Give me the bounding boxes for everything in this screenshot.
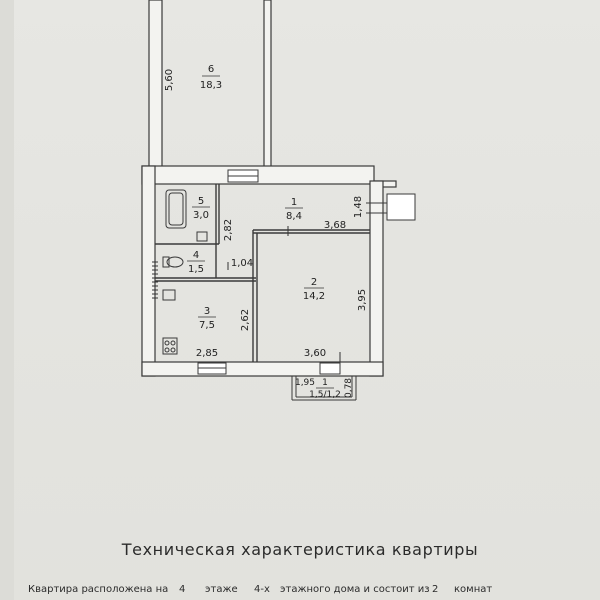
apartment-description-line: Квартира расположена на 4 этаже 4-х этаж… — [28, 584, 600, 598]
bathtub — [165, 189, 187, 229]
floor-value: 4 — [179, 584, 186, 595]
room-3-dim-a: 2,62 — [240, 309, 251, 331]
paper-shadow — [0, 0, 14, 600]
balcony — [291, 376, 357, 401]
balcony-area: 1,5/1,2 — [309, 390, 341, 400]
window-bottom — [197, 362, 341, 375]
room-4-number: 4 — [193, 250, 199, 261]
room-3-area: 7,5 — [199, 320, 215, 331]
bath-sink — [196, 231, 208, 242]
room-2-area: 14,2 — [303, 291, 325, 302]
storeys-value: 4-х — [254, 584, 270, 595]
dimension-ticks — [227, 226, 341, 362]
room-6-area: 18,3 — [200, 80, 222, 91]
room-5-number: 5 — [198, 196, 204, 207]
rooms-value: 2 — [432, 584, 439, 595]
room-6-dim: 5,60 — [164, 69, 175, 91]
stove — [162, 337, 178, 355]
room-5-area: 3,0 — [193, 210, 209, 221]
room-3-number: 3 — [204, 306, 210, 317]
balcony-number: 1 — [322, 378, 328, 388]
room-1-number: 1 — [291, 197, 297, 208]
room-3-dim-b: 2,85 — [196, 348, 218, 359]
line-prefix: Квартира расположена на — [28, 584, 169, 595]
balcony-door — [366, 193, 416, 221]
interior-partitions — [155, 184, 370, 362]
room-6-number: 6 — [208, 64, 214, 75]
balcony-dim-a: 1,95 — [295, 378, 315, 388]
room-2-dim-a: 3,95 — [357, 289, 368, 311]
document-heading: Техническая характеристика квартиры — [121, 540, 479, 559]
room-2-number: 2 — [311, 277, 317, 288]
line-middle: этажного дома и состоит из — [280, 584, 430, 595]
balcony-dim-b: 0,78 — [344, 378, 354, 398]
room-2-dim-b: 3,60 — [304, 348, 326, 359]
line-suffix: комнат — [454, 584, 493, 595]
room-5-dim: 2,82 — [223, 219, 234, 241]
room-1-dim-b: 1,48 — [353, 196, 364, 218]
room-1-dim-a: 3,68 — [324, 220, 346, 231]
kitchen-sink — [162, 289, 176, 301]
toilet — [162, 256, 184, 268]
window-top — [227, 169, 259, 183]
room-1-area: 8,4 — [286, 211, 302, 222]
floor-word: этаже — [205, 584, 238, 595]
room-4-area: 1,5 — [188, 264, 204, 275]
radiator — [152, 261, 158, 299]
room-4-dim: 1,04 — [231, 258, 253, 269]
room-6-walls — [148, 0, 272, 177]
